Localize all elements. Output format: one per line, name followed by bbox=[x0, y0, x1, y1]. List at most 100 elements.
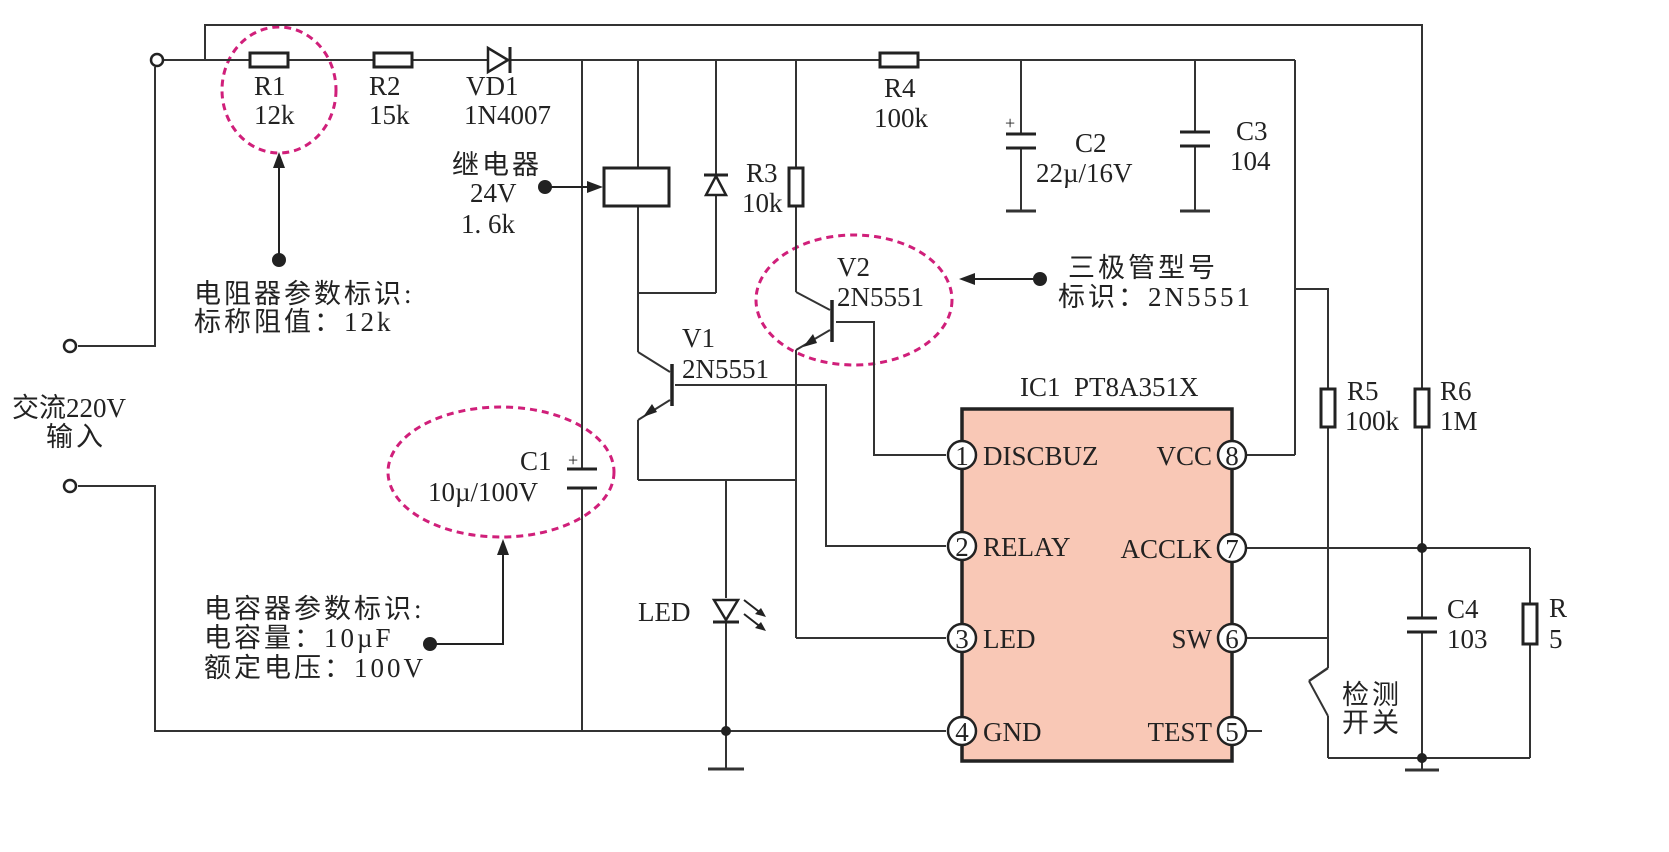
v1-emitter-arrow bbox=[643, 404, 657, 417]
ic1-body bbox=[960, 407, 1234, 763]
resistor-annotation-line2: 标称阻值：12k bbox=[194, 307, 394, 337]
r2-symbol bbox=[372, 51, 414, 69]
r5-value: 100k bbox=[1345, 406, 1400, 436]
pin-3-circle bbox=[946, 622, 978, 654]
vd1-name: VD1 bbox=[466, 71, 519, 101]
r3-symbol bbox=[787, 166, 805, 208]
c1-name: C1 bbox=[520, 446, 552, 476]
relay-name: 继电器 bbox=[452, 150, 542, 180]
capacitor-annotation-line2: 电容量：10µF bbox=[204, 623, 394, 653]
resistor-annotation-line1: 电阻器参数标识: bbox=[194, 279, 415, 309]
r3-name: R3 bbox=[746, 158, 778, 188]
r7-symbol bbox=[1521, 602, 1539, 646]
relay-voltage: 24V bbox=[470, 178, 517, 208]
transistor-annotation-line2: 标识：2N5551 bbox=[1058, 282, 1253, 312]
r4-name: R4 bbox=[884, 73, 916, 103]
pin-8-name: VCC bbox=[1156, 441, 1212, 471]
resistor-annotation: 电阻器参数标识: 标称阻值：12k bbox=[194, 152, 415, 337]
input-label-line1: 交流220V bbox=[12, 393, 126, 423]
r4-value: 100k bbox=[874, 103, 929, 133]
junctions bbox=[721, 543, 1427, 763]
c3-name: C3 bbox=[1236, 116, 1268, 146]
r7-value: 5 bbox=[1549, 624, 1563, 654]
r1-highlight bbox=[220, 25, 338, 155]
pin-6-circle bbox=[1216, 622, 1248, 654]
v2-model: 2N5551 bbox=[837, 282, 924, 312]
c4-name: C4 bbox=[1447, 594, 1479, 624]
ic1-label: IC1 PT8A351X bbox=[1020, 372, 1199, 402]
c1-symbol: + bbox=[567, 450, 597, 490]
c2-symbol: + bbox=[1005, 113, 1036, 150]
r1-name: R1 bbox=[254, 71, 286, 101]
pin-7-number: 7 bbox=[1225, 534, 1239, 564]
led-name: LED bbox=[638, 597, 690, 627]
wires bbox=[78, 24, 1531, 772]
pin-4-name: GND bbox=[983, 717, 1042, 747]
r4-symbol bbox=[878, 51, 920, 69]
pin-8-circle bbox=[1216, 439, 1248, 471]
v2-emitter-arrow bbox=[803, 334, 817, 347]
c3-value: 104 bbox=[1230, 146, 1271, 176]
led-symbol bbox=[711, 598, 766, 631]
pin-1-circle bbox=[946, 439, 978, 471]
pin-6-name: SW bbox=[1172, 624, 1213, 654]
pin-1-number: 1 bbox=[955, 441, 969, 471]
switch-label-line2: 开关 bbox=[1342, 708, 1402, 738]
r5-name: R5 bbox=[1347, 376, 1379, 406]
c4-value: 103 bbox=[1447, 624, 1488, 654]
relay-pointer bbox=[538, 180, 603, 194]
pin-5-number: 5 bbox=[1225, 717, 1239, 747]
r6-symbol bbox=[1413, 387, 1431, 429]
pin-4-circle bbox=[946, 715, 978, 747]
input-terminal-top bbox=[62, 338, 78, 354]
svg-text:+: + bbox=[1005, 113, 1015, 133]
input-label-line2: 输入 bbox=[46, 422, 106, 452]
pin-6-number: 6 bbox=[1225, 624, 1239, 654]
input-terminal-bottom bbox=[62, 478, 78, 494]
v1-model: 2N5551 bbox=[682, 354, 769, 384]
transistor-annotation-line1: 三极管型号 bbox=[1068, 253, 1218, 283]
pin-5-name: TEST bbox=[1148, 717, 1213, 747]
c1-value: 10µ/100V bbox=[428, 477, 539, 507]
relay-resistance: 1. 6k bbox=[461, 209, 516, 239]
relay-diode-symbol bbox=[703, 173, 729, 197]
v2-highlight bbox=[754, 233, 954, 367]
r3-value: 10k bbox=[742, 188, 783, 218]
r7-name: R bbox=[1549, 593, 1567, 623]
r6-name: R6 bbox=[1440, 376, 1472, 406]
c3-symbol bbox=[1180, 130, 1210, 148]
c1-highlight bbox=[386, 405, 616, 539]
v2-name: V2 bbox=[837, 252, 870, 282]
relay-coil-symbol bbox=[602, 166, 671, 208]
c2-name: C2 bbox=[1075, 128, 1107, 158]
pin-3-number: 3 bbox=[955, 624, 969, 654]
switch-label-line1: 检测 bbox=[1342, 680, 1402, 710]
transistor-annotation: 三极管型号 标识：2N5551 bbox=[959, 253, 1253, 312]
c2-value: 22µ/16V bbox=[1036, 158, 1133, 188]
pin-3-name: LED bbox=[983, 624, 1035, 654]
vd1-symbol bbox=[486, 45, 512, 75]
pin-4-number: 4 bbox=[955, 717, 969, 747]
r1-symbol bbox=[248, 51, 290, 69]
c4-symbol bbox=[1407, 616, 1437, 634]
pin-2-name: RELAY bbox=[983, 532, 1071, 562]
capacitor-annotation-line1: 电容器参数标识: bbox=[204, 594, 425, 624]
pin-1-name: DISCBUZ bbox=[983, 441, 1099, 471]
rail-terminal bbox=[149, 52, 165, 68]
pin-2-number: 2 bbox=[955, 532, 969, 562]
pin-8-number: 8 bbox=[1225, 441, 1239, 471]
pin-5-circle bbox=[1216, 715, 1248, 747]
vd1-value: 1N4007 bbox=[464, 100, 551, 130]
capacitor-annotation-line3: 额定电压：100V bbox=[204, 653, 426, 683]
capacitor-annotation: 电容器参数标识: 电容量：10µF 额定电压：100V bbox=[204, 539, 509, 683]
r1-value: 12k bbox=[254, 100, 295, 130]
pin-7-name: ACCLK bbox=[1120, 534, 1212, 564]
r2-name: R2 bbox=[369, 71, 401, 101]
pin-2-circle bbox=[946, 530, 978, 562]
r2-value: 15k bbox=[369, 100, 410, 130]
ic1-pins: 1 DISCBUZ 2 RELAY 3 LED 4 GND 5 TEST 6 S… bbox=[946, 439, 1248, 747]
r6-value: 1M bbox=[1440, 406, 1478, 436]
svg-text:+: + bbox=[568, 450, 578, 470]
v1-name: V1 bbox=[682, 323, 715, 353]
